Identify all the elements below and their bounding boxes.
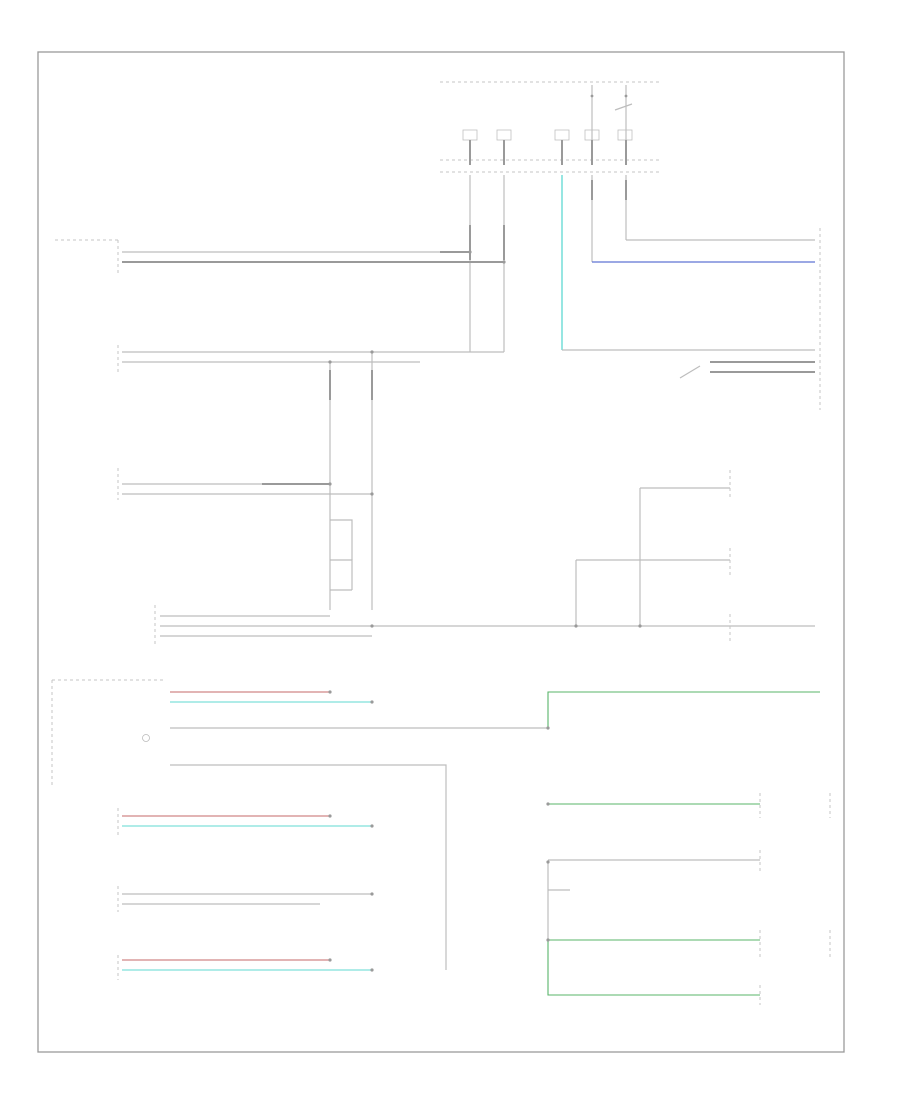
left-module-4 — [154, 470, 815, 645]
left-module-5 — [51, 679, 820, 970]
diagram-frame — [37, 51, 845, 1053]
junction-dots — [328, 250, 642, 972]
left-module-2 — [117, 340, 505, 610]
fuse-row — [462, 129, 633, 141]
left-module-1 — [55, 239, 504, 275]
switch-ladder — [547, 793, 831, 1005]
left-module-7 — [117, 886, 372, 912]
left-module-6 — [117, 808, 372, 835]
power-distribution-block — [440, 81, 660, 173]
left-module-8 — [117, 955, 372, 980]
left-module-3 — [117, 468, 372, 591]
